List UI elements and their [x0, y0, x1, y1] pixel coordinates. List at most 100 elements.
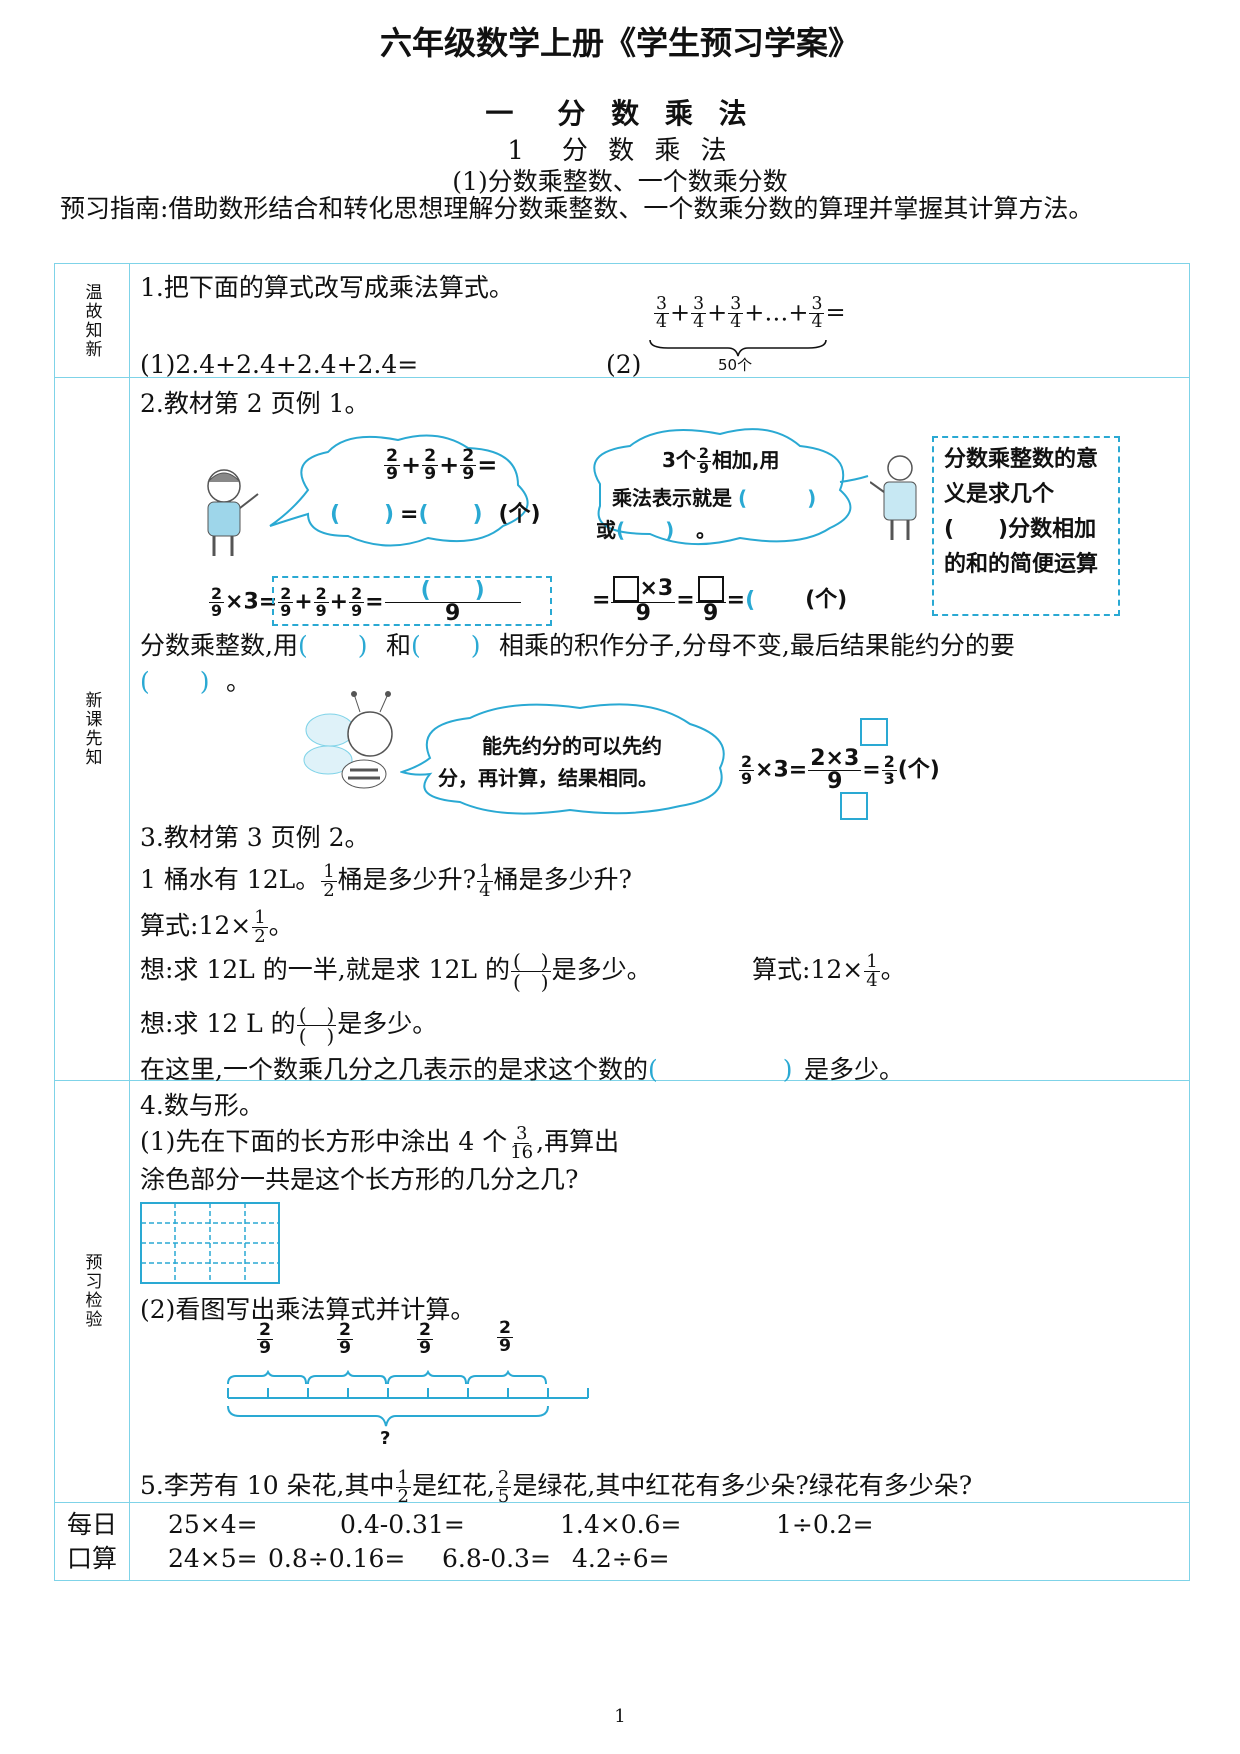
- q3-line5: 在这里,一个数乘几分之几表示的是求这个数的( )是多少。: [140, 1055, 904, 1084]
- row-label-check: 预习检验: [81, 1253, 102, 1329]
- question-mark-label: ?: [380, 1428, 391, 1449]
- q3-prompt: 3.教材第 3 页例 2。: [140, 823, 370, 852]
- cloud2-line3: 或( )。: [596, 518, 716, 542]
- row-label-daily: 每日口算: [55, 1508, 129, 1576]
- thought-cloud: [400, 703, 725, 815]
- worksheet-table: 温故知新 新课先知 预习检验 每日口算: [54, 263, 1190, 1581]
- study-guide: 预习指南:借助数形结合和转化思想理解分数乘整数、一个数乘分数的算理并掌握其计算方…: [60, 194, 1094, 223]
- fraction: ( )9: [384, 580, 521, 625]
- daily-item: 1÷0.2=: [776, 1510, 874, 1539]
- brace-icon: [649, 339, 827, 357]
- q1-part1: (1)2.4+2.4+2.4+2.4=: [140, 350, 419, 379]
- q2-rule-line2: ( )。: [140, 667, 252, 696]
- row-divider: [55, 377, 1189, 378]
- row-divider: [55, 1080, 1189, 1081]
- lesson-heading: 1 分 数 乘 法: [507, 136, 733, 166]
- daily-item: 24×5=: [168, 1544, 258, 1573]
- bee-illustration: [303, 691, 393, 789]
- daily-item: 0.4-0.31=: [340, 1510, 465, 1539]
- daily-item: 0.8÷0.16=: [268, 1544, 406, 1573]
- thought-cloud: [269, 434, 529, 547]
- answer-box: [840, 792, 868, 820]
- cloud2-line2: 乘法表示就是( ): [612, 486, 817, 510]
- daily-item: 25×4=: [168, 1510, 258, 1539]
- page-title: 六年级数学上册《学生预习学案》: [379, 24, 860, 62]
- row-divider: [55, 1502, 1189, 1503]
- girl-illustration: [207, 469, 259, 556]
- fraction: ( )( ): [296, 1003, 337, 1048]
- cloud3-line1: 能先约分的可以先约: [482, 734, 662, 758]
- unit-heading: 一 分 数 乘 法: [485, 97, 755, 130]
- daily-item: 6.8-0.3=: [442, 1544, 551, 1573]
- q3-line4: 想:求 12 L 的( )( )是多少。: [140, 1003, 438, 1048]
- row-label-review: 温故知新: [81, 282, 102, 359]
- q3-line3: 想:求 12L 的一半,就是求 12L 的( )( )是多少。: [140, 949, 652, 994]
- cloud1-answer: ( )=( )(个): [330, 502, 541, 527]
- thought-cloud: [593, 428, 869, 546]
- page-number: 1: [614, 1706, 626, 1727]
- definition-note-box: 分数乘整数的意义是求几个( )分数相加的和的简便运算: [932, 436, 1120, 616]
- dashed-highlight: [272, 576, 552, 626]
- column-divider: [129, 264, 130, 1580]
- section-heading: (1)分数乘整数、一个数乘分数: [452, 167, 788, 196]
- daily-item: 1.4×0.6=: [560, 1510, 682, 1539]
- q4-part1-line2: 涂色部分一共是这个长方形的几分之几?: [140, 1165, 579, 1194]
- number-line-diagram: [227, 1370, 589, 1427]
- cloud3-line2: 分，再计算，结果相同。: [438, 766, 658, 790]
- q4-part2: (2)看图写出乘法算式并计算。: [140, 1295, 476, 1324]
- fraction: ( )( ): [510, 949, 551, 994]
- row-label-daily-text: 每日口算: [66, 1510, 117, 1573]
- q4-prompt: 4.数与形。: [140, 1091, 264, 1120]
- fraction: 9: [695, 576, 726, 625]
- daily-item: 4.2÷6=: [572, 1544, 670, 1573]
- teacher-illustration: [870, 455, 917, 540]
- q1-part2: (2): [606, 350, 642, 379]
- answer-box: [860, 718, 888, 746]
- q1-prompt: 1.把下面的算式改写成乘法算式。: [140, 273, 514, 302]
- row-label-newlesson: 新课先知: [81, 690, 102, 767]
- brace-label: 50个: [718, 356, 753, 374]
- grid-rectangle: [140, 1202, 280, 1284]
- q2-rule-line1: 分数乘整数,用( )和( )相乘的积作分子,分母不变,最后结果能约分的要: [140, 631, 1015, 660]
- q2-prompt: 2.教材第 2 页例 1。: [140, 389, 370, 418]
